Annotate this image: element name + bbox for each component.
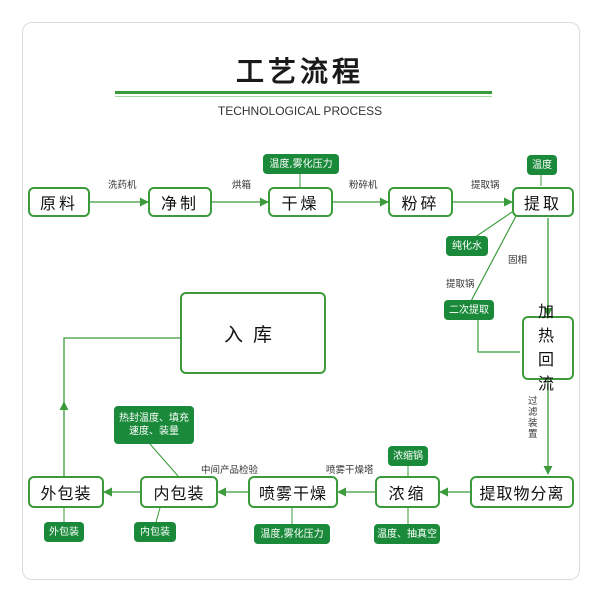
tag-extract-temp: 温度 <box>527 155 557 175</box>
tag-outer-pack: 外包装 <box>44 522 84 542</box>
tag-dry-params: 温度,雾化压力 <box>263 154 339 174</box>
tag-spray-params: 温度,雾化压力 <box>254 524 330 544</box>
step-concentrate: 浓缩 <box>375 476 440 508</box>
label-extractor-2: 提取锅 <box>446 279 475 290</box>
label-solid-liquid: 固相 <box>508 255 528 266</box>
tag-concentrate-params: 温度、抽真空 <box>374 524 440 544</box>
title-underline <box>115 91 492 94</box>
branch-solid <box>469 215 517 304</box>
conn-inner-tag <box>155 507 161 523</box>
tag-inner-pack: 内包装 <box>134 522 176 542</box>
step-raw: 原料 <box>28 187 90 217</box>
step-storage: 入库 <box>180 292 326 374</box>
tag-pure-water: 纯化水 <box>446 236 488 256</box>
label-grinder: 粉碎机 <box>349 180 378 191</box>
page-subtitle: TECHNOLOGICAL PROCESS <box>217 104 383 118</box>
step-clean: 净制 <box>148 187 212 217</box>
step-outer-pack: 外包装 <box>28 476 104 508</box>
title-underline-thin <box>115 96 492 97</box>
step-inner-pack: 内包装 <box>140 476 218 508</box>
tag-second-extract: 二次提取 <box>444 300 494 320</box>
step-dry: 干燥 <box>268 187 333 217</box>
step-reflux: 加热回流 <box>522 302 574 393</box>
tag-heat-seal: 热封温度、填充速度、装量 <box>114 406 194 444</box>
branch-second-extract-return <box>477 320 520 353</box>
label-washer: 洗药机 <box>108 180 137 191</box>
label-inspection: 中间产品检验 <box>201 465 259 476</box>
step-extract: 提取 <box>512 187 574 217</box>
tag-evaporator: 浓缩锅 <box>388 446 428 466</box>
conn-heatseal-tag <box>149 443 179 477</box>
line-to-storage <box>63 337 180 402</box>
label-spray-tower: 喷雾干燥塔 <box>326 465 374 476</box>
label-filter: 过滤装置 <box>528 396 538 440</box>
step-crush: 粉碎 <box>388 187 453 217</box>
step-separate: 提取物分离 <box>470 476 574 508</box>
label-oven: 烘箱 <box>232 180 252 191</box>
label-extractor: 提取锅 <box>471 180 500 191</box>
step-spray: 喷雾干燥 <box>248 476 338 508</box>
page-title: 工艺流程 <box>235 55 364 88</box>
